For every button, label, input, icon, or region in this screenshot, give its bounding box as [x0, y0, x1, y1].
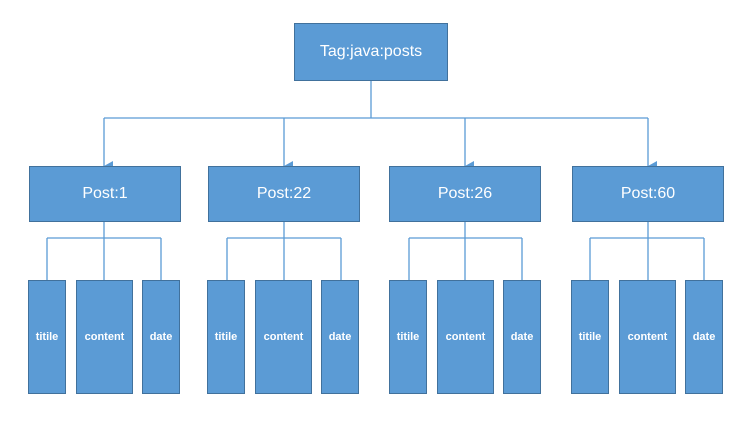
field-node-content: content — [619, 280, 676, 394]
field-node-content: content — [76, 280, 133, 394]
field-node-date: date — [321, 280, 359, 394]
field-node-label: titile — [578, 331, 602, 343]
post-node-label: Post:60 — [620, 185, 676, 202]
field-node-label: content — [263, 331, 304, 343]
field-node-titile: titile — [207, 280, 245, 394]
field-node-label: titile — [214, 331, 238, 343]
field-node-label: content — [84, 331, 125, 343]
post-node-label: Post:1 — [82, 185, 128, 202]
post-node-label: Post:26 — [437, 185, 493, 202]
field-node-date: date — [685, 280, 723, 394]
field-node-label: titile — [396, 331, 420, 343]
root-node-label: Tag:java:posts — [319, 43, 423, 60]
post-node-22: Post:22 — [208, 166, 360, 222]
field-node-titile: titile — [389, 280, 427, 394]
field-node-label: date — [328, 331, 352, 343]
field-node-content: content — [437, 280, 494, 394]
field-node-date: date — [503, 280, 541, 394]
field-node-titile: titile — [571, 280, 609, 394]
field-node-label: content — [445, 331, 486, 343]
field-node-label: content — [627, 331, 668, 343]
field-node-label: date — [510, 331, 534, 343]
field-node-label: titile — [35, 331, 59, 343]
post-node-26: Post:26 — [389, 166, 541, 222]
post-node-label: Post:22 — [256, 185, 312, 202]
root-node: Tag:java:posts — [294, 23, 448, 81]
field-node-date: date — [142, 280, 180, 394]
field-node-label: date — [692, 331, 716, 343]
field-node-titile: titile — [28, 280, 66, 394]
post-node-60: Post:60 — [572, 166, 724, 222]
post-node-1: Post:1 — [29, 166, 181, 222]
field-node-content: content — [255, 280, 312, 394]
field-node-label: date — [149, 331, 173, 343]
